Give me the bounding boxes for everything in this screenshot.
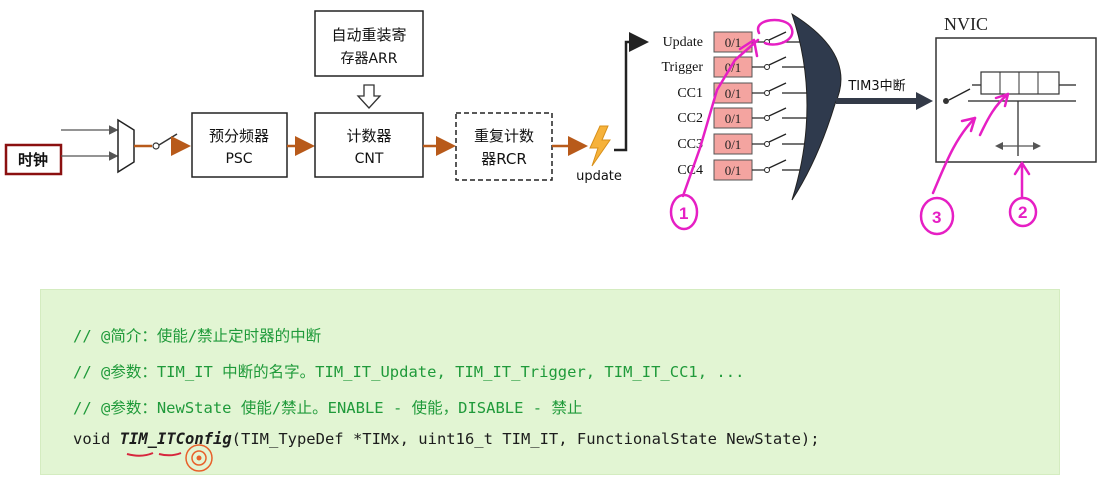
source-flag: 0/1: [725, 137, 742, 152]
annotation-number-2: 2: [1018, 203, 1027, 222]
source-label: CC2: [677, 111, 703, 126]
code-annotation-overlay: [126, 444, 213, 472]
interrupt-sources: Update 0/1 Trigger 0/1 CC1 0/1: [662, 31, 818, 181]
clock-switch: [134, 133, 191, 156]
prescaler-label-en: PSC: [225, 151, 252, 167]
code-comment-param-state: // @参数：NewState 使能/禁止。ENABLE - 使能，DISABL…: [73, 399, 583, 417]
source-flag: 0/1: [725, 35, 742, 50]
annotation-circle-1: [669, 193, 699, 231]
code-function-params: (TIM_TypeDef *TIMx, uint16_t TIM_IT, Fun…: [231, 430, 820, 448]
prescaler-box: 预分频器 PSC: [191, 112, 288, 178]
repeat-counter-line1: 重复计数: [474, 127, 534, 145]
source-row-cc4: CC4 0/1: [677, 159, 808, 181]
nvic-switch: [948, 88, 971, 101]
reload-label-line2: 存器ARR: [340, 51, 397, 67]
annotation-circle: [756, 18, 794, 46]
annotation-circle-3: [919, 196, 955, 236]
code-comment-brief: // @简介：使能/禁止定时器的中断: [73, 327, 322, 345]
annotation-arrowhead-3: [960, 116, 977, 133]
annotation-arrowhead-1: [738, 38, 759, 58]
reload-register-box: 自动重装寄 存器ARR: [314, 10, 424, 77]
nvic-box: NVIC: [935, 14, 1097, 163]
update-label: update: [576, 169, 622, 184]
source-flag: 0/1: [725, 111, 742, 126]
counter-box: 计数器 CNT: [314, 112, 424, 178]
code-function-signature: void TIM_ITConfig(TIM_TypeDef *TIMx, uin…: [73, 430, 820, 448]
source-label: CC1: [677, 86, 703, 101]
timer-interrupt-diagram: 时钟 预分频器 PSC 自动重装寄 存器ARR 计数器 CNT 重复计数 器RC…: [4, 10, 1097, 236]
cursor-ring-icon: [185, 444, 213, 472]
red-underline: [126, 452, 154, 457]
source-row-cc3: CC3 0/1: [677, 133, 815, 155]
source-row-cc1: CC1 0/1: [677, 82, 818, 104]
counter-label-cn: 计数器: [346, 127, 391, 145]
source-label: CC3: [677, 137, 703, 152]
repeat-counter-box: 重复计数 器RCR: [455, 112, 553, 181]
annotations: [669, 18, 1038, 236]
annotation-arrowhead-3b: [994, 92, 1010, 108]
arr-to-cnt-arrow: [356, 84, 382, 109]
prescaler-label-cn: 预分频器: [209, 127, 269, 145]
reload-label-line1: 自动重装寄: [331, 26, 406, 44]
nvic-title: NVIC: [944, 14, 988, 34]
or-gate: [791, 12, 842, 201]
annotation-arrow-3: [931, 116, 977, 195]
source-label: Update: [663, 35, 703, 50]
nvic-input-dot: [943, 98, 949, 104]
tim-interrupt-arrowhead: [916, 92, 933, 110]
source-flag: 0/1: [725, 86, 742, 101]
source-row-trigger: Trigger 0/1: [662, 56, 815, 78]
counter-label-en: CNT: [355, 151, 384, 167]
annotation-arrow-3b: [978, 92, 1010, 137]
code-function-name: TIM_ITConfig: [119, 430, 232, 448]
code-return-type: void: [73, 430, 120, 448]
nvic-priority-queue: [980, 71, 1060, 95]
repeat-counter-line2: 器RCR: [481, 150, 527, 168]
red-underline-2: [158, 452, 182, 457]
annotation-arrow-1: [681, 38, 760, 198]
clock-mux: [117, 118, 135, 174]
source-label: Trigger: [662, 60, 704, 75]
code-panel: // @简介：使能/禁止定时器的中断 // @参数：TIM_IT 中断的名字。T…: [40, 289, 1060, 475]
annotation-circle-2: [1008, 196, 1038, 228]
source-label: CC4: [677, 163, 703, 178]
clock-source: 时钟: [4, 143, 63, 176]
update-to-flag-line: [614, 32, 649, 152]
lightning-icon: [589, 125, 611, 167]
annotation-number-1: 1: [679, 204, 688, 223]
tim-interrupt-label: TIM3中断: [847, 79, 905, 94]
clock-label: 时钟: [18, 151, 48, 169]
annotation-arrowhead-2: [1013, 161, 1031, 176]
code-comment-param-it: // @参数：TIM_IT 中断的名字。TIM_IT_Update, TIM_I…: [73, 363, 745, 381]
source-flag: 0/1: [725, 163, 742, 178]
source-row-cc2: CC2 0/1: [677, 107, 818, 129]
annotation-number-3: 3: [932, 208, 941, 227]
